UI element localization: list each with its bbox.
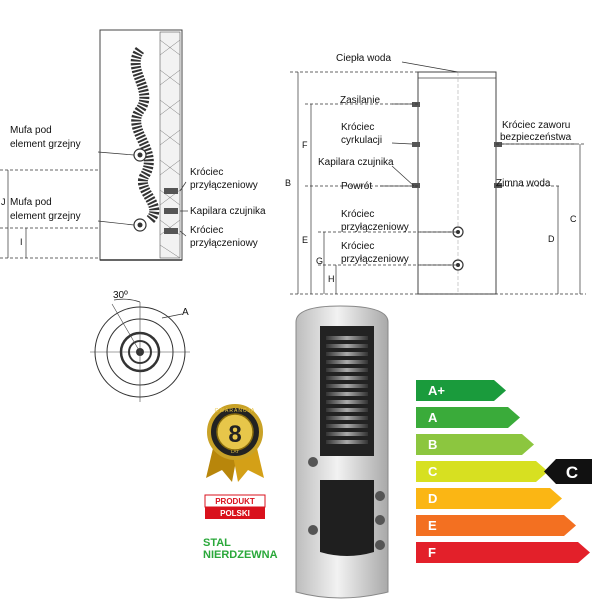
label-krociec-b-2: przyłączeniowy	[190, 238, 258, 249]
energy-class-label: A+	[428, 383, 445, 398]
energy-arrow-a	[416, 407, 520, 428]
energy-class-label: D	[428, 491, 437, 506]
tank-coil-rings	[326, 336, 368, 444]
energy-class-label: C	[428, 464, 438, 479]
insulation-hatch	[159, 31, 181, 259]
produkt-line1: PRODUKT	[215, 497, 255, 506]
label-krociec-prz2-2: przyłączeniowy	[341, 254, 409, 265]
product-tank	[295, 305, 389, 599]
label-kapilara-left: Kapilara czujnika	[190, 206, 266, 217]
badge-ring-text: GWARANCJA	[215, 408, 256, 414]
energy-class-label: A	[428, 410, 438, 425]
stal-line2: NIERDZEWNA	[203, 549, 278, 561]
marker-a: A	[182, 307, 189, 318]
label-krociec-prz2-1: Króciec	[341, 241, 374, 252]
label-krociec-prz1-1: Króciec	[341, 209, 374, 220]
warranty-badge: 8 GWARANCJA LAT	[206, 404, 264, 482]
label-krociec-cyrk-1: Króciec	[341, 122, 374, 133]
right-section-drawing: Ciepła woda Zasilanie Króciec cyrkulacji…	[285, 53, 586, 295]
angle-label: 30º	[113, 290, 128, 301]
energy-arrow-c	[416, 461, 548, 482]
label-krociec-a-2: przyłączeniowy	[190, 180, 258, 191]
dim-h: H	[328, 274, 335, 284]
produkt-polski-badge: PRODUKT POLSKI	[204, 494, 266, 519]
top-view: 30º A	[90, 290, 190, 402]
label-krociec-b-1: Króciec	[190, 225, 223, 236]
energy-arrow-f	[416, 542, 590, 563]
current-class-text: C	[566, 463, 578, 482]
badge-sub: LAT	[231, 449, 239, 454]
dim-d: D	[548, 234, 555, 244]
label-zimna-woda: Zimna woda	[496, 178, 551, 189]
energy-arrow-b	[416, 434, 534, 455]
energy-arrow-e	[416, 515, 576, 536]
energy-arrow-d	[416, 488, 562, 509]
hatch-lines	[159, 39, 181, 259]
coil-left	[130, 47, 160, 224]
label-mufa-lower-2: element grzejny	[10, 211, 81, 222]
label-zawor-2: bezpieczeństwa	[500, 132, 572, 143]
label-mufa-upper-1: Mufa pod	[10, 125, 52, 136]
label-ciepla-woda: Ciepła woda	[336, 53, 391, 64]
dim-c: C	[570, 214, 577, 224]
label-kapilara-right: Kapilara czujnika	[318, 157, 394, 168]
label-zasilanie: Zasilanie	[340, 95, 380, 106]
stal-line1: STAL	[203, 537, 231, 549]
energy-class-label: F	[428, 545, 436, 560]
badge-number: 8	[228, 421, 241, 448]
label-krociec-cyrk-2: cyrkulacji	[341, 135, 382, 146]
label-mufa-upper-2: element grzejny	[10, 139, 81, 150]
label-zawor-1: Króciec zaworu	[502, 120, 570, 131]
label-krociec-a-1: Króciec	[190, 167, 223, 178]
label-powrot: Powrót	[341, 181, 372, 192]
energy-class-label: E	[428, 518, 437, 533]
dim-b: B	[285, 178, 291, 188]
dim-j: J	[1, 197, 6, 207]
produkt-line2: POLSKI	[220, 509, 250, 518]
label-krociec-prz1-2: przyłączeniowy	[341, 222, 409, 233]
dim-f: F	[302, 140, 308, 150]
left-section-drawing: Mufa pod element grzejny Mufa pod elemen…	[0, 29, 266, 261]
energy-arrow-aplus	[416, 380, 506, 401]
dim-e: E	[302, 235, 308, 245]
current-class-marker	[544, 459, 592, 484]
dim-g: G	[316, 256, 323, 266]
dim-i: I	[20, 237, 23, 247]
label-mufa-lower-1: Mufa pod	[10, 197, 52, 208]
energy-class-label: B	[428, 437, 437, 452]
